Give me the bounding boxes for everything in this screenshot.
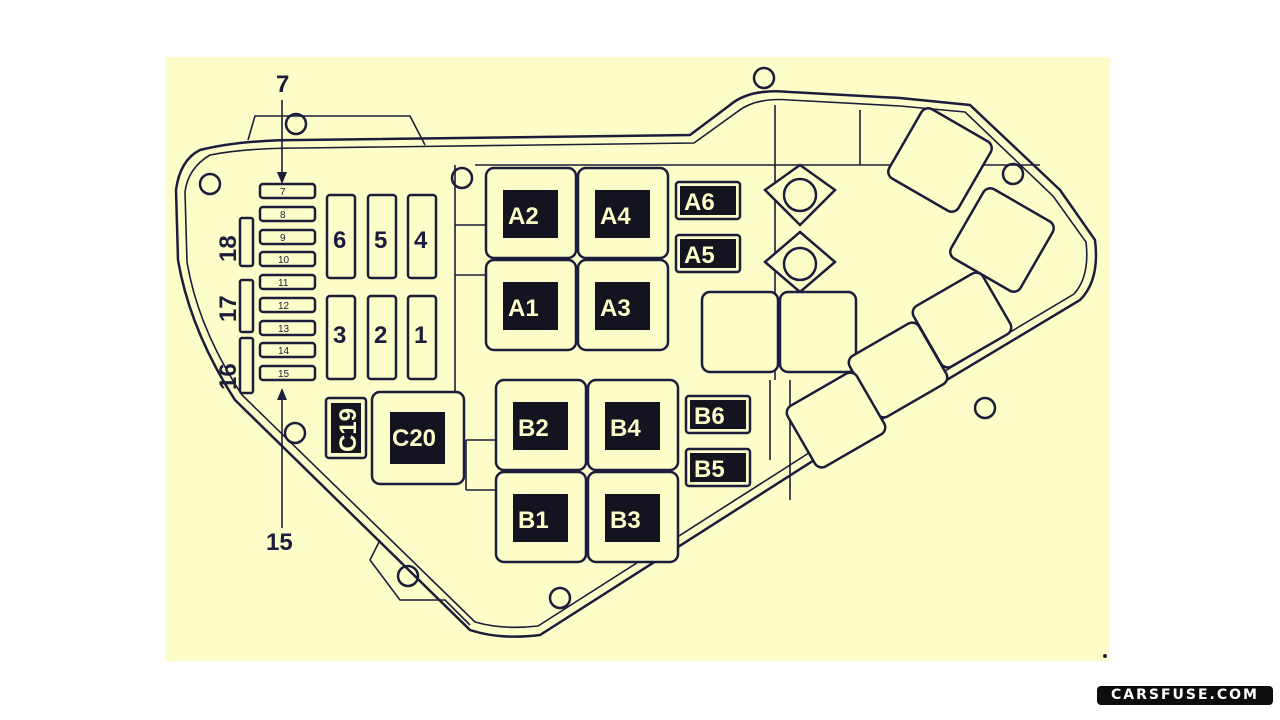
fuse-box-diagram: 7 15 7 8 9 10 11 12 13 14 15 18 17 16 6 … [166, 57, 1110, 661]
mini-fuse-14: 14 [278, 346, 290, 357]
housing-outline [174, 90, 1098, 638]
relay-b5: B5 [694, 456, 725, 483]
relay-b2: B2 [518, 415, 549, 442]
mini-fuse-7: 7 [280, 187, 286, 198]
side-fuse-16: 16 [215, 363, 242, 390]
mounting-holes [198, 66, 1025, 610]
mini-fuse-strip: 7 8 9 10 11 12 13 14 15 [258, 182, 317, 382]
large-fuse-1: 1 [414, 322, 427, 349]
large-fuse-3: 3 [333, 322, 346, 349]
relay-group-b: B2 B4 B1 B3 B6 B5 [494, 378, 752, 564]
connectors [700, 107, 1055, 469]
relay-a6: A6 [684, 189, 715, 216]
relay-b1: B1 [518, 507, 549, 534]
large-fuse-6: 6 [333, 227, 346, 254]
mini-fuse-8: 8 [280, 210, 286, 221]
mini-fuse-12: 12 [278, 301, 290, 312]
fuse-box-drawing: 7 15 7 8 9 10 11 12 13 14 15 18 17 16 6 … [174, 66, 1107, 658]
relay-a1: A1 [508, 295, 539, 322]
relay-b4: B4 [610, 415, 641, 442]
callout-bottom: 15 [266, 529, 293, 556]
callout-top: 7 [276, 71, 289, 98]
mini-fuse-15: 15 [278, 369, 290, 380]
large-fuses: 6 5 4 3 2 1 [325, 193, 438, 381]
side-fuse-17: 17 [215, 295, 242, 322]
side-fuse-18: 18 [215, 235, 242, 262]
large-fuse-2: 2 [374, 322, 387, 349]
large-fuse-5: 5 [374, 227, 387, 254]
large-fuse-4: 4 [414, 227, 428, 254]
watermark: CARSFUSE.COM [1097, 686, 1273, 705]
relay-group-a: A2 A4 A1 A3 A6 A5 [484, 166, 742, 352]
relay-a5: A5 [684, 242, 715, 269]
mini-fuse-10: 10 [278, 255, 290, 266]
mini-fuse-11: 11 [278, 278, 289, 289]
relay-b3: B3 [610, 507, 641, 534]
relay-b6: B6 [694, 403, 725, 430]
mini-fuse-13: 13 [278, 324, 290, 335]
relay-c19: C19 [335, 408, 362, 452]
relay-a2: A2 [508, 203, 539, 230]
relay-a4: A4 [600, 203, 631, 230]
mini-fuse-9: 9 [280, 233, 286, 244]
relay-a3: A3 [600, 295, 631, 322]
relay-group-c: C19 C20 [324, 390, 466, 486]
relay-c20: C20 [392, 425, 436, 452]
